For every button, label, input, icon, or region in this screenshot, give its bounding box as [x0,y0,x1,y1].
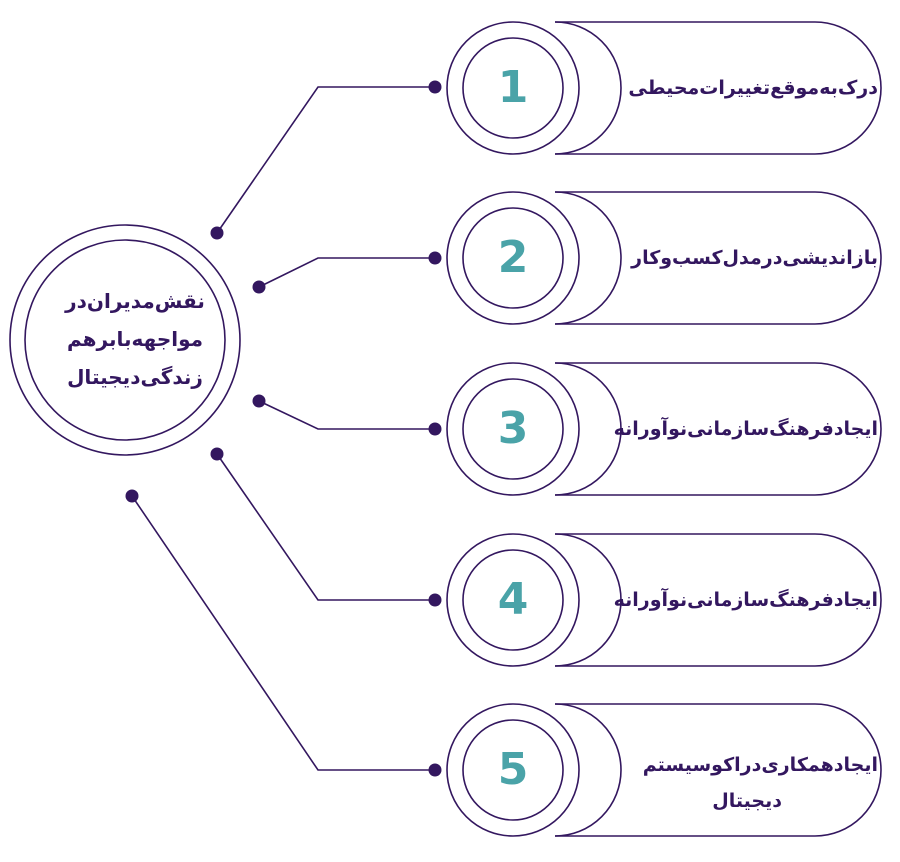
connector-dot-5-start [125,489,139,503]
item-label-5-line-2: دیجیتال [712,790,782,812]
item-label-4: ایجاد‌فرهنگ‌سازمانی‌نوآورانه [608,582,878,618]
connector-dot-2-end [428,251,442,265]
connector-dot-4-start [210,447,224,461]
center-title: نقش‌مدیران‌در مواجهه‌با‌برهم زندگی‌دیجیت… [45,282,225,396]
item-shape-4 [446,533,882,667]
connector-1 [216,86,435,234]
connector-dot-1-end [428,80,442,94]
item-number-3: 3 [497,403,529,454]
item-number-4: 4 [497,574,529,625]
item-number-2: 2 [497,232,529,283]
connector-dot-4-end [428,593,442,607]
item-label-2-line-1: بازاندیشی‌در‌مدل‌کسب‌وکار [631,247,878,269]
item-shape-5 [446,703,882,837]
item-label-3-line-1: ایجاد‌فرهنگ‌سازمانی‌نوآورانه [613,418,878,440]
connector-dot-2-start [252,280,266,294]
connector-3 [258,400,435,430]
item-label-2: بازاندیشی‌در‌مدل‌کسب‌وکار [608,240,878,276]
item-label-3: ایجاد‌فرهنگ‌سازمانی‌نوآورانه [608,411,878,447]
center-title-line-3: زندگی‌دیجیتال [67,365,203,389]
item-number-1: 1 [497,62,529,113]
item-label-1: درک‌به‌موقع‌تغییرات‌محیطی [608,70,878,106]
item-label-4-line-1: ایجاد‌فرهنگ‌سازمانی‌نوآورانه [613,589,878,611]
item-label-5: ایجاد‌همکاری‌در‌اکوسیستم دیجیتال [608,747,878,819]
connector-dot-5-end [428,763,442,777]
item-shape-3 [446,362,882,496]
connector-5 [131,495,435,771]
item-shape-2 [446,191,882,325]
center-title-line-1: نقش‌مدیران‌در [65,289,205,313]
center-inner-ring [24,239,226,441]
connector-2 [258,257,435,288]
connector-dot-3-end [428,422,442,436]
connector-dot-3-start [252,394,266,408]
connector-dot-1-start [210,226,224,240]
item-label-1-line-1: درک‌به‌موقع‌تغییرات‌محیطی [628,77,878,99]
item-number-5: 5 [497,744,529,795]
center-title-line-2: مواجهه‌با‌برهم [66,327,204,351]
connector-4 [216,453,435,601]
item-label-5-line-1: ایجاد‌همکاری‌در‌اکوسیستم [642,754,878,776]
center-outer-ring [9,224,241,456]
item-shape-1 [446,21,882,155]
